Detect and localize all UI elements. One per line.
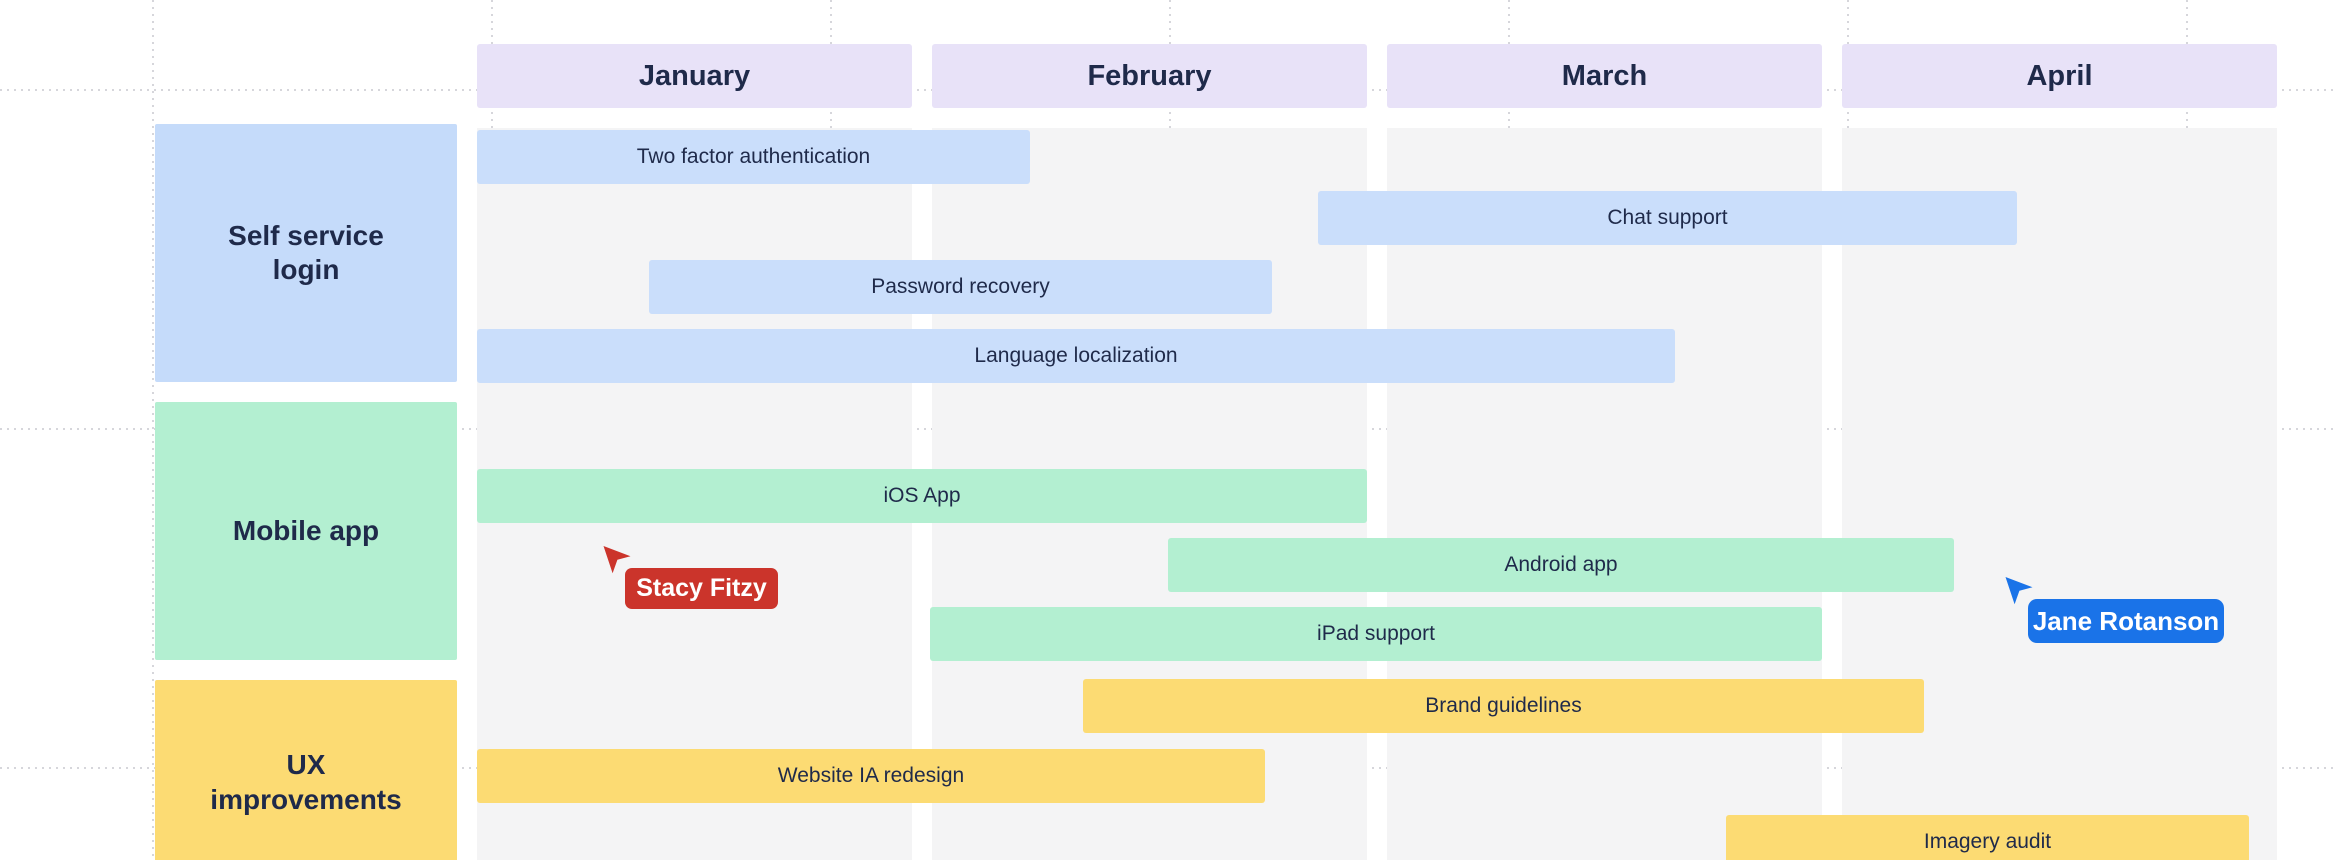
task-bar-ipad-support[interactable]: iPad support bbox=[930, 607, 1822, 661]
month-header-march[interactable]: March bbox=[1387, 44, 1822, 108]
task-bar-language-localization[interactable]: Language localization bbox=[477, 329, 1675, 383]
swimlane-label: Self service login bbox=[228, 219, 384, 285]
grid-line-vertical bbox=[152, 0, 154, 860]
task-bar-imagery-audit[interactable]: Imagery audit bbox=[1726, 815, 2249, 860]
swimlane-mobile-app[interactable]: Mobile app bbox=[155, 402, 457, 660]
cursor-name-tag: Stacy Fitzy bbox=[625, 568, 778, 609]
task-bar-ios-app[interactable]: iOS App bbox=[477, 469, 1367, 523]
month-header-april[interactable]: April bbox=[1842, 44, 2277, 108]
month-header-january[interactable]: January bbox=[477, 44, 912, 108]
swimlane-ux-improvements[interactable]: UX improvements bbox=[155, 680, 457, 860]
collaborator-cursor-stacy: Stacy Fitzy bbox=[602, 545, 778, 609]
cursor-name-tag: Jane Rotanson bbox=[2028, 599, 2224, 643]
task-bar-two-factor-authentication[interactable]: Two factor authentication bbox=[477, 130, 1030, 184]
month-column-stripe-april bbox=[1842, 128, 2277, 860]
swimlane-label: Mobile app bbox=[232, 514, 380, 546]
month-column-stripe-march bbox=[1387, 128, 1822, 860]
task-bar-password-recovery[interactable]: Password recovery bbox=[649, 260, 1272, 314]
cursor-arrow-icon bbox=[2005, 577, 2033, 605]
task-bar-website-ia-redesign[interactable]: Website IA redesign bbox=[477, 749, 1265, 803]
swimlane-self-service-login[interactable]: Self service login bbox=[155, 124, 457, 382]
task-bar-brand-guidelines[interactable]: Brand guidelines bbox=[1083, 679, 1924, 733]
collaborator-cursor-jane: Jane Rotanson bbox=[2004, 576, 2224, 643]
task-bar-android-app[interactable]: Android app bbox=[1168, 538, 1954, 592]
cursor-arrow-icon bbox=[603, 546, 631, 574]
swimlane-label: UX improvements bbox=[210, 749, 402, 815]
month-header-february[interactable]: February bbox=[932, 44, 1367, 108]
task-bar-chat-support[interactable]: Chat support bbox=[1318, 191, 2017, 245]
